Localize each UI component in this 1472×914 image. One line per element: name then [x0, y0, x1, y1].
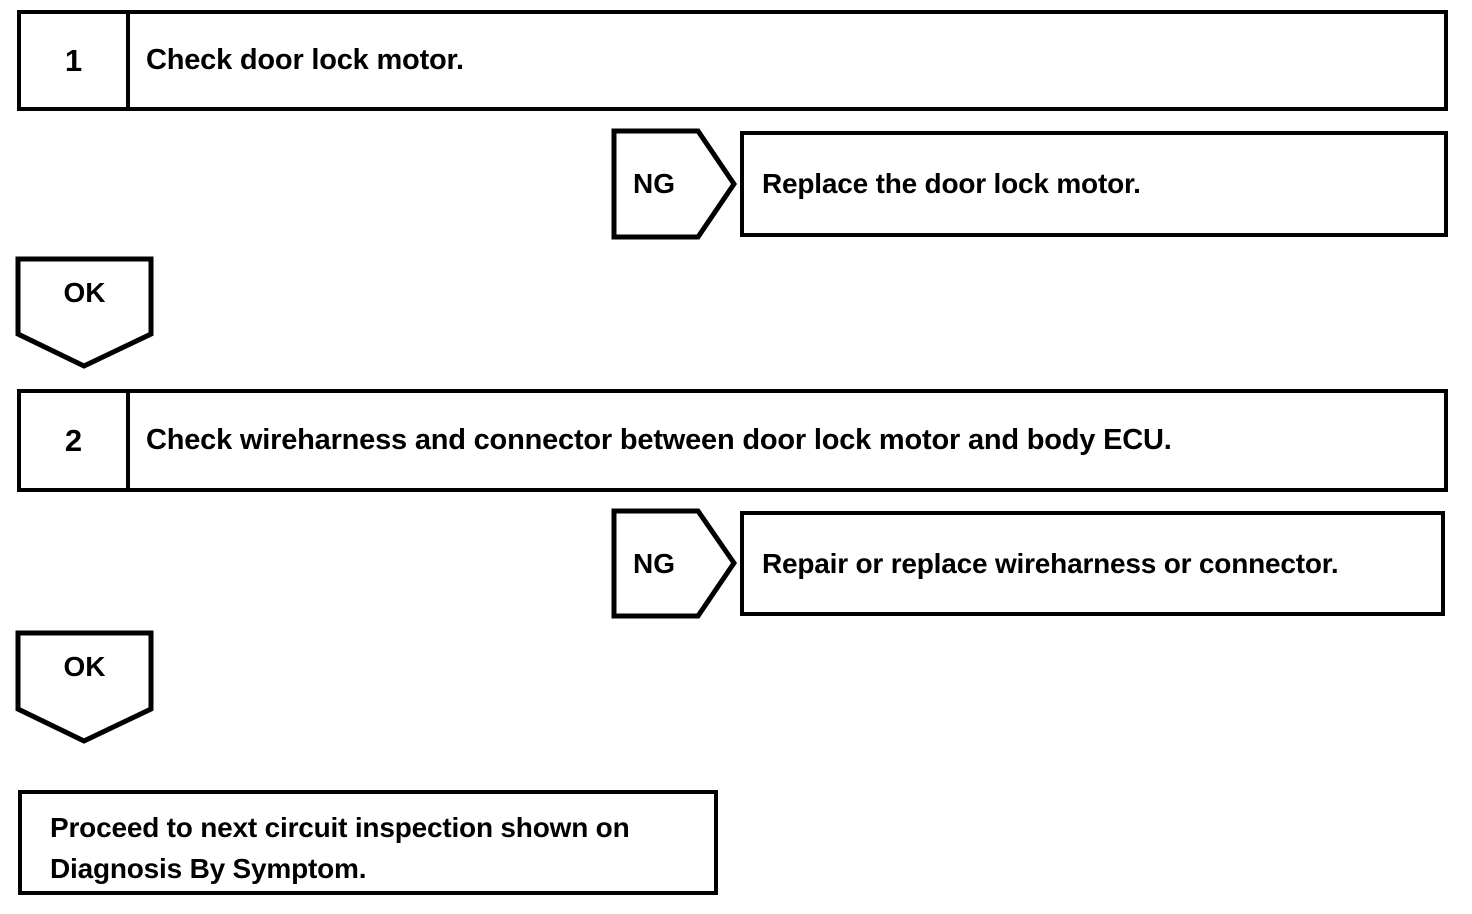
step-1-ok-label: OK — [63, 277, 106, 308]
step-2-box: 2 Check wireharness and connector betwee… — [17, 389, 1448, 492]
step-1-ng-label: NG — [633, 168, 675, 199]
step-1-ng-arrow: NG — [611, 128, 737, 240]
terminal-line-2: Diagnosis By Symptom. — [50, 852, 367, 884]
step-2-ng-action-box: Repair or replace wireharness or connect… — [740, 511, 1445, 616]
terminal-line-1: Proceed to next circuit inspection shown… — [50, 812, 630, 843]
step-1-instruction: Check door lock motor. — [146, 44, 464, 76]
step-2-ok-label: OK — [63, 651, 106, 682]
step-2-ng-label: NG — [633, 547, 675, 579]
step-2-instruction: Check wireharness and connector between … — [146, 424, 1172, 456]
step-1-number: 1 — [21, 14, 130, 107]
step-1-box: 1 Check door lock motor. — [17, 10, 1448, 111]
terminal-box: Proceed to next circuit inspection shown… — [18, 790, 718, 895]
step-2-number: 2 — [21, 393, 130, 488]
step-1-ok-arrow: OK — [15, 256, 154, 369]
step-1-ng-action-box: Replace the door lock motor. — [740, 131, 1448, 237]
step-2-ng-arrow: NG — [611, 508, 737, 619]
step-2-ok-arrow: OK — [15, 630, 154, 744]
